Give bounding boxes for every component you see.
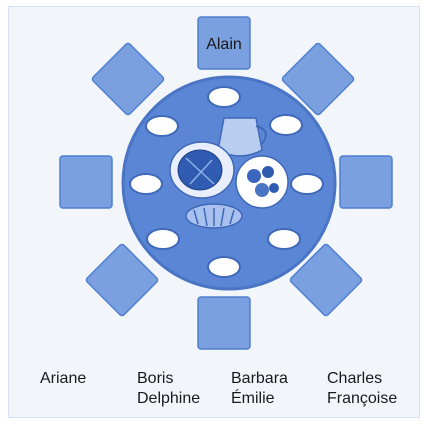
- name-line: Ariane: [40, 370, 87, 387]
- name-group-1: Ariane: [40, 369, 86, 389]
- seat-bottom: [197, 296, 251, 350]
- plate: [267, 228, 301, 250]
- vegetable-bowl: [235, 155, 289, 209]
- name-line: Delphine: [137, 390, 201, 407]
- seat-top-right: [281, 42, 355, 116]
- fish-platter: [169, 141, 235, 199]
- name-line: Boris: [137, 370, 174, 387]
- plate: [269, 114, 303, 136]
- name-line: Charles: [327, 370, 383, 387]
- plates: [129, 86, 324, 278]
- plate: [207, 86, 241, 108]
- name-group-2: Boris Delphine: [137, 369, 200, 409]
- bread-basket: [185, 203, 243, 229]
- plate: [290, 173, 324, 195]
- seat-bottom-right: [289, 243, 363, 317]
- plate: [145, 115, 179, 137]
- plate: [146, 228, 180, 250]
- seat-left: [59, 155, 113, 209]
- seat-top: [197, 16, 251, 70]
- name-line: Françoise: [327, 390, 398, 407]
- name-group-3: Barbara Émilie: [231, 369, 288, 409]
- seat-bottom-left: [85, 243, 159, 317]
- name-line: Émilie: [231, 390, 275, 407]
- plate: [207, 256, 241, 278]
- plate: [129, 173, 163, 195]
- seat-right: [339, 155, 393, 209]
- seat-top-label: Alain: [206, 36, 242, 53]
- name-line: Barbara: [231, 370, 288, 387]
- name-group-4: Charles Françoise: [327, 369, 397, 409]
- seat-top-left: [91, 42, 165, 116]
